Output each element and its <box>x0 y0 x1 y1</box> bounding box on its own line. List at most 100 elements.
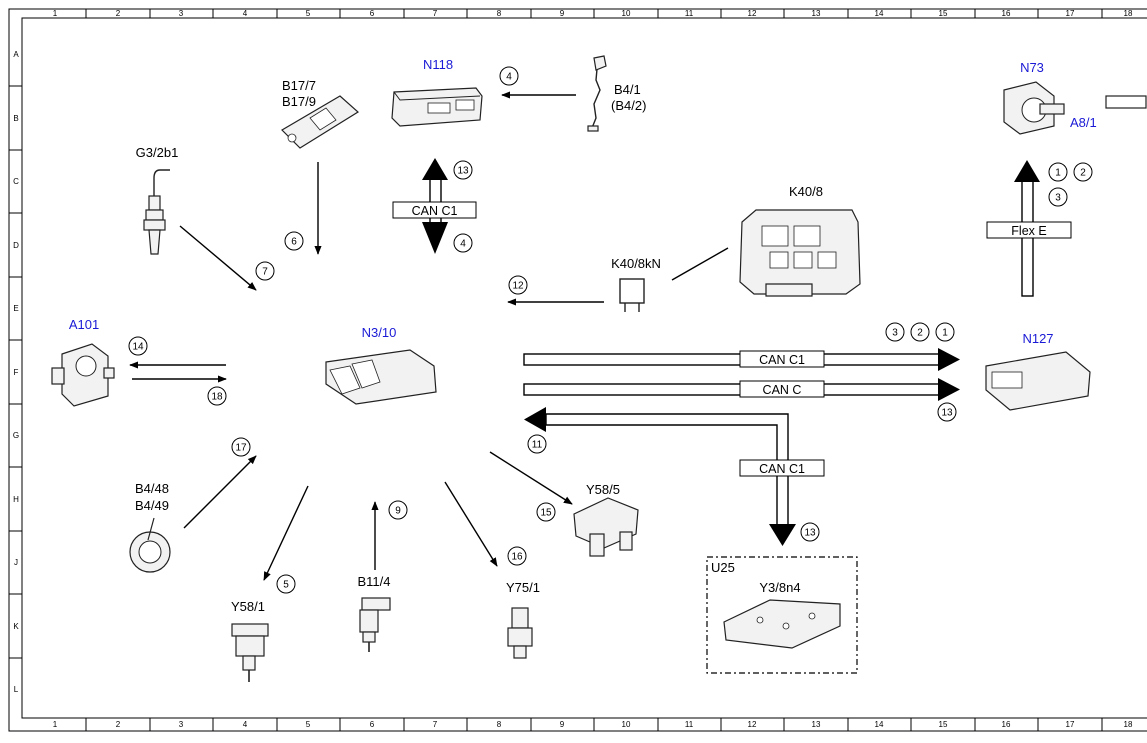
label-n3-10: N3/10 <box>362 325 397 340</box>
col-label: 18 <box>1124 720 1133 729</box>
svg-text:11: 11 <box>532 440 543 451</box>
col-label: 1 <box>53 720 58 729</box>
marker-6: 6 <box>284 231 304 251</box>
label-b11-4: B11/4 <box>357 574 390 589</box>
marker-3: 3 <box>1048 187 1068 207</box>
svg-text:6: 6 <box>291 237 297 248</box>
label-n127: N127 <box>1022 331 1053 346</box>
row-label: E <box>13 304 18 313</box>
label-y58-1: Y58/1 <box>231 599 265 614</box>
marker-16: 16 <box>507 546 527 566</box>
n118-module-icon <box>391 87 483 127</box>
u25-assembly <box>706 556 858 674</box>
svg-text:12: 12 <box>512 281 524 292</box>
bus-label-can-c1-right: CAN C1 <box>739 350 825 368</box>
col-label: 18 <box>1124 9 1133 18</box>
svg-text:1: 1 <box>1055 168 1061 179</box>
can-c1-right-bus <box>523 348 960 371</box>
label-b17-9: B17/9 <box>282 94 316 109</box>
col-label: 15 <box>939 720 948 729</box>
svg-text:4: 4 <box>460 239 466 250</box>
n3-10-ecu-icon <box>325 349 437 405</box>
b4-1-sender-icon <box>587 55 607 132</box>
can-c1-lower-bus <box>524 407 796 546</box>
marker-18: 18 <box>207 386 227 406</box>
col-label: 8 <box>497 9 502 18</box>
col-label: 7 <box>433 720 438 729</box>
row-label: L <box>14 685 19 694</box>
marker-1: 1 <box>1048 162 1068 182</box>
col-label: 14 <box>875 720 884 729</box>
a101-sensor-icon <box>51 343 115 407</box>
col-label: 2 <box>116 9 121 18</box>
bus-label: CAN C1 <box>759 462 805 476</box>
arrow-g3-2b1-to-n3-10 <box>179 225 257 291</box>
svg-text:9: 9 <box>395 506 401 517</box>
svg-text:7: 7 <box>262 267 268 278</box>
svg-text:14: 14 <box>132 342 144 353</box>
bus-label: Flex E <box>1011 224 1046 238</box>
col-label: 5 <box>306 9 311 18</box>
row-label: J <box>14 558 18 567</box>
row-label: A <box>13 50 19 59</box>
b4-48-sensor-icon <box>129 517 171 573</box>
col-label: 6 <box>370 9 375 18</box>
col-label: 15 <box>939 9 948 18</box>
marker-15: 15 <box>536 502 556 522</box>
component-labels: N118 N73 A8/1 B17/7 B17/9 B4/1 (B4/2) G3… <box>69 57 1097 614</box>
label-n73: N73 <box>1020 60 1044 75</box>
label-y58-5: Y58/5 <box>586 482 620 497</box>
frame-ticks <box>9 9 1103 731</box>
col-label: 13 <box>812 9 821 18</box>
can-c-bus <box>523 378 960 401</box>
marker-2: 2 <box>1073 162 1093 182</box>
bus-label: CAN C1 <box>759 353 805 367</box>
row-label: C <box>13 177 19 186</box>
marker-13: 13 <box>800 522 820 542</box>
svg-text:2: 2 <box>1080 168 1086 179</box>
col-label: 5 <box>306 720 311 729</box>
diagram-frame: 1 2 3 4 5 6 7 8 9 10 11 12 13 14 15 16 1… <box>8 8 1147 732</box>
frame-column-labels-top: 1 2 3 4 5 6 7 8 9 10 11 12 13 14 15 16 1… <box>53 9 1133 18</box>
marker-4: 4 <box>453 233 473 253</box>
col-label: 3 <box>179 9 184 18</box>
label-b4-1: B4/1 <box>614 82 641 97</box>
col-label: 4 <box>243 720 248 729</box>
signal-markers: 4 13 4 6 7 12 1 2 3 3 2 1 13 14 18 11 17… <box>128 66 1093 594</box>
svg-text:15: 15 <box>540 508 552 519</box>
svg-text:17: 17 <box>235 443 247 454</box>
marker-4: 4 <box>499 66 519 86</box>
y75-1-valve-icon <box>507 607 533 659</box>
g3-2b1-oxygen-sensor-icon <box>143 169 170 255</box>
frame-column-labels-bottom: 1 2 3 4 5 6 7 8 9 10 11 12 13 14 15 16 1… <box>53 720 1133 729</box>
row-label: G <box>13 431 19 440</box>
bus-label-can-c1-lower: CAN C1 <box>739 459 825 477</box>
col-label: 10 <box>622 720 631 729</box>
marker-9: 9 <box>388 500 408 520</box>
y58-5-valve-icon <box>573 497 639 557</box>
label-b4-49: B4/49 <box>135 498 169 513</box>
col-label: 2 <box>116 720 121 729</box>
k40-8kn-relay-icon <box>619 278 645 312</box>
label-y75-1: Y75/1 <box>506 580 540 595</box>
marker-12: 12 <box>508 275 528 295</box>
arrow-n3-10-to-y58-1 <box>263 485 309 581</box>
n73-ignition-switch-icon <box>1003 81 1147 135</box>
svg-text:18: 18 <box>211 392 223 403</box>
k40-8-fuse-box-icon <box>739 209 861 297</box>
y58-1-valve-icon <box>231 623 269 682</box>
label-u25: U25 <box>711 560 735 575</box>
svg-text:13: 13 <box>804 528 816 539</box>
col-label: 16 <box>1002 720 1011 729</box>
svg-text:1: 1 <box>942 328 948 339</box>
bus-label-can-c: CAN C <box>739 380 825 398</box>
label-a8-1: A8/1 <box>1070 115 1097 130</box>
label-k40-8: K40/8 <box>789 184 823 199</box>
col-label: 6 <box>370 720 375 729</box>
col-label: 17 <box>1066 720 1075 729</box>
col-label: 12 <box>748 720 757 729</box>
marker-13: 13 <box>453 160 473 180</box>
label-g3-2b1: G3/2b1 <box>136 145 179 160</box>
arrow-n3-10-to-y75-1 <box>444 481 498 567</box>
